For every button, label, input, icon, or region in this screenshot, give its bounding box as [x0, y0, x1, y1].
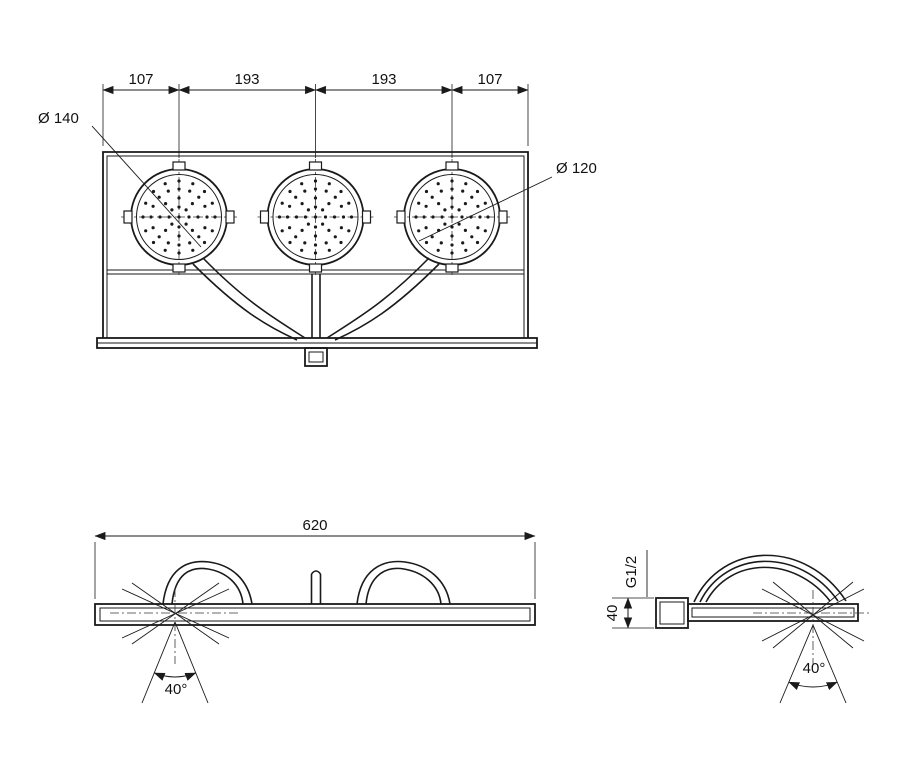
side-bar-outer [687, 603, 859, 622]
outlet-fitting-inner [308, 351, 324, 363]
thread-callout: G1/2 [623, 550, 648, 597]
connection-block-inner [659, 601, 685, 625]
shower-head-center [255, 157, 376, 277]
front-spray-lines [110, 582, 240, 664]
side-spray-cone: 40° [779, 624, 847, 704]
front-width-label: 620 [302, 517, 327, 534]
side-bar-inner [691, 607, 855, 618]
dia-120-label: Ø 120 [556, 160, 597, 177]
diameter-callouts: Ø 140 Ø 120 [38, 110, 597, 248]
dim-193-right-label: 193 [371, 71, 396, 88]
dim-193-left-label: 193 [234, 71, 259, 88]
dim-107-right-label: 107 [477, 71, 502, 88]
front-bar-inner [99, 607, 531, 622]
front-spray-cone: 40° [141, 621, 209, 704]
inlet-stub [310, 570, 322, 604]
thread-label: G1/2 [623, 556, 640, 589]
top-view: 107 193 193 107 Ø 140 Ø 120 [38, 71, 597, 367]
side-spray-lines [753, 581, 872, 664]
shower-head-left [119, 157, 239, 277]
shower-head-right [392, 157, 512, 277]
outlet-fitting [304, 347, 328, 367]
front-hoses [162, 560, 451, 605]
dia-140-leader-line [91, 125, 202, 248]
top-dimension-chain: 107 193 193 107 [102, 71, 529, 158]
front-width-dimension: 620 [94, 517, 536, 599]
side-spray-angle-label: 40° [803, 660, 826, 677]
front-view: 40° 620 [94, 517, 536, 704]
dia-120-leader-line [418, 176, 553, 242]
block-size-dimension: 40 [604, 597, 654, 629]
side-hoses [693, 554, 847, 603]
block-size-label: 40 [604, 605, 621, 622]
dim-107-left-label: 107 [128, 71, 153, 88]
front-spray-angle-label: 40° [165, 681, 188, 698]
dia-140-label: Ø 140 [38, 110, 79, 127]
supply-tubes [192, 257, 440, 341]
front-bar-outer [94, 603, 536, 626]
side-view: 40° G1/2 40 [604, 550, 872, 704]
